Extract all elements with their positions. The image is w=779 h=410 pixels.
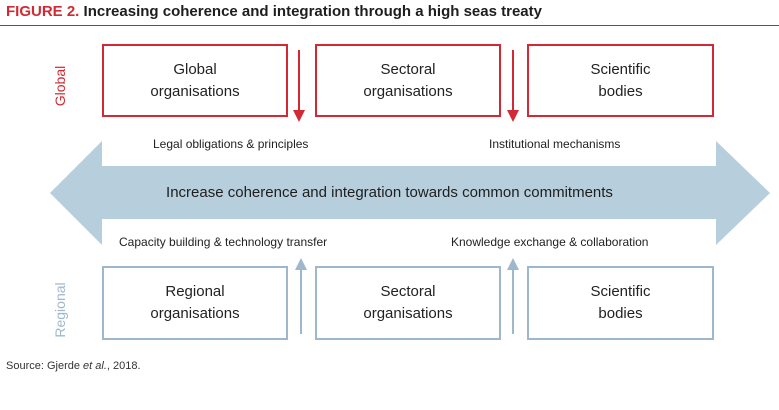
down-arrow-left — [293, 50, 305, 122]
figure-title: FIGURE 2. Increasing coherence and integ… — [6, 3, 542, 20]
box-line: organisations — [150, 82, 240, 100]
institutional-mechanisms-label: Institutional mechanisms — [489, 137, 621, 151]
box-line: bodies — [598, 82, 643, 100]
figure-title-text: Increasing coherence and integration thr… — [83, 3, 542, 20]
down-arrow-right — [507, 50, 519, 122]
legal-obligations-label: Legal obligations & principles — [153, 137, 309, 151]
box-line: Regional — [165, 283, 225, 300]
global-organisations-box: Global organisations — [102, 44, 288, 117]
side-label-regional: Regional — [52, 282, 68, 338]
regional-organisations-box: Regional organisations — [102, 266, 288, 340]
regional-scientific-bodies-box: Scientific bodies — [527, 266, 714, 340]
box-line: Scientific — [590, 283, 651, 300]
regional-sectoral-organisations-box: Sectoral organisations — [315, 266, 501, 340]
up-arrow-right — [507, 258, 519, 334]
source-note: Source: Gjerde et al., 2018. — [6, 360, 141, 372]
source-suffix: , 2018. — [106, 360, 141, 372]
figure-label: FIGURE 2. — [6, 3, 80, 20]
band-label: Increase coherence and integration towar… — [166, 184, 613, 201]
up-arrow-left — [295, 258, 307, 334]
capacity-building-label: Capacity building & technology transfer — [119, 235, 328, 249]
box-line: Global — [173, 60, 217, 78]
box-line: organisations — [363, 82, 453, 100]
box-line: organisations — [150, 305, 240, 322]
box-line: Sectoral — [380, 60, 436, 78]
box-line: Sectoral — [380, 283, 436, 300]
double-headed-arrow — [50, 140, 770, 245]
box-line: Scientific — [590, 60, 651, 78]
source-prefix: Source: Gjerde — [6, 360, 84, 372]
global-sectoral-organisations-box: Sectoral organisations — [315, 44, 501, 117]
side-label-global: Global — [52, 65, 68, 107]
box-line: bodies — [598, 305, 643, 322]
knowledge-exchange-label: Knowledge exchange & collaboration — [451, 235, 649, 249]
source-italic: et al. — [83, 360, 107, 372]
title-divider — [0, 25, 779, 26]
global-scientific-bodies-box: Scientific bodies — [527, 44, 714, 117]
box-line: organisations — [363, 305, 453, 322]
